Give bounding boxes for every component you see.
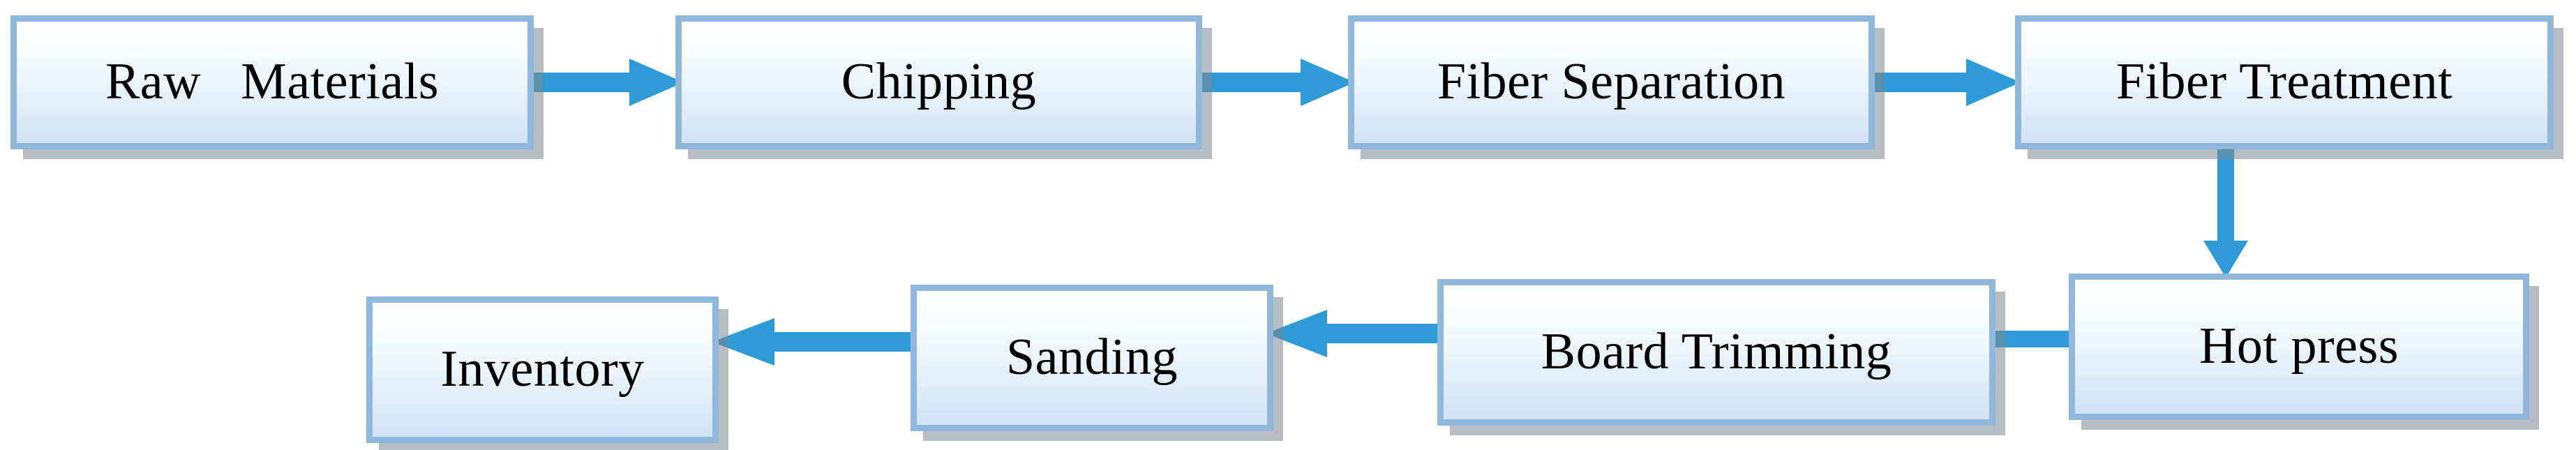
process-node-sanding[interactable]: Sanding: [911, 285, 1273, 431]
process-node-fiber-treatment[interactable]: Fiber Treatment: [2015, 15, 2554, 149]
process-node-raw-materials[interactable]: Raw Materials: [10, 15, 534, 149]
process-node-fiber-separation[interactable]: Fiber Separation: [1348, 15, 1875, 149]
process-node-label: Chipping: [841, 53, 1037, 111]
process-node-board-trimming[interactable]: Board Trimming: [1437, 279, 1995, 426]
process-node-label: Hot press: [2199, 317, 2399, 375]
connector-fiber-separation-to-fiber-treatment: [1867, 56, 2022, 109]
process-node-label: Fiber Separation: [1437, 53, 1786, 111]
connector-board-trimming-to-sanding: [1264, 307, 1447, 360]
process-node-label: Sanding: [1005, 329, 1178, 387]
connector-fiber-treatment-to-hot-press: [2199, 143, 2252, 279]
process-node-label: Board Trimming: [1541, 323, 1892, 381]
connector-chipping-to-fiber-separation: [1195, 56, 1356, 109]
process-node-inventory[interactable]: Inventory: [366, 297, 719, 443]
process-node-chipping[interactable]: Chipping: [675, 15, 1202, 149]
process-node-label: Raw Materials: [105, 53, 440, 111]
process-node-label: Inventory: [440, 340, 645, 398]
connector-sanding-to-inventory: [710, 315, 920, 368]
process-node-hot-press[interactable]: Hot press: [2069, 273, 2529, 420]
connector-hot-press-to-board-trimming: [1987, 328, 2078, 350]
process-node-label: Fiber Treatment: [2116, 53, 2453, 111]
connector-raw-materials-to-chipping: [525, 56, 685, 109]
